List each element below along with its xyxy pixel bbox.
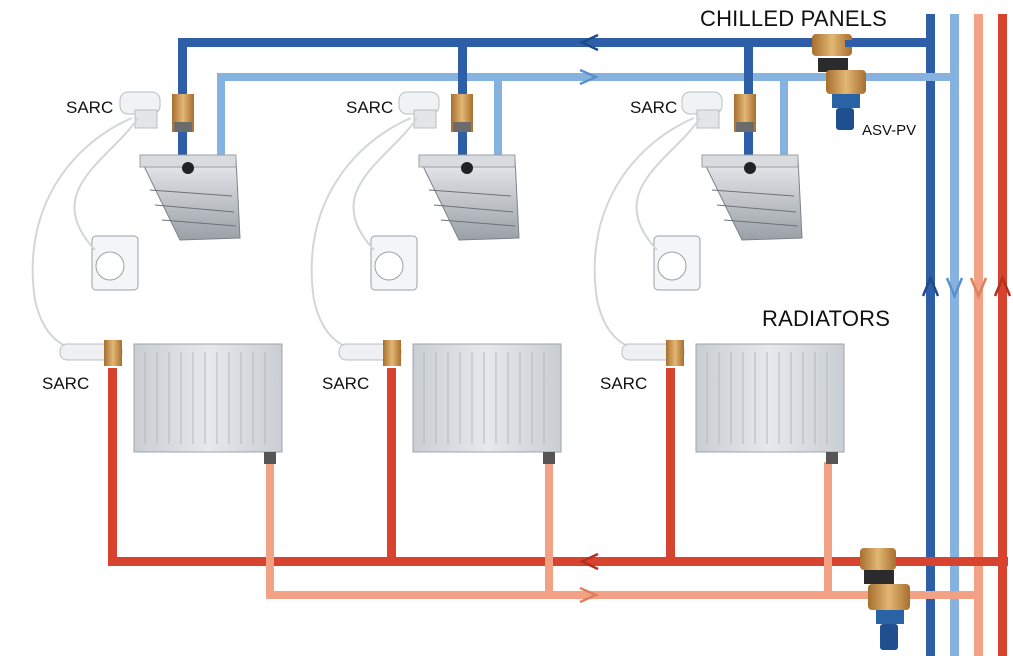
chilled-panel [139, 154, 241, 241]
thermostat [91, 235, 139, 291]
sensor-wire [352, 117, 418, 251]
risers [921, 14, 1012, 656]
riser-heating-supply [998, 14, 1007, 656]
sarc-actuator-panel [398, 91, 473, 132]
radiator [133, 343, 283, 464]
chilled-panel [418, 154, 520, 241]
sensor-wire [73, 117, 139, 251]
arrow-down-icon [969, 277, 988, 300]
radiator [695, 343, 845, 464]
chilled-panel [701, 154, 803, 241]
arrow-left-icon [579, 552, 599, 571]
arrow-up-icon [993, 274, 1012, 297]
sarc-label: SARC [42, 374, 90, 393]
sarc-actuator-radiator [621, 340, 685, 366]
sarc-label: SARC [630, 98, 678, 117]
asv-pv-valve-chilled [812, 34, 925, 130]
arrow-down-icon [945, 277, 964, 300]
arrow-up-icon [921, 274, 940, 297]
arrow-right-icon [579, 68, 600, 86]
thermostat [653, 235, 701, 291]
heating-pipes [108, 368, 1008, 604]
thermostat [370, 235, 418, 291]
unit-3 [593, 91, 845, 464]
arrow-right-icon [579, 586, 600, 604]
asv-pv-valve-heating [860, 548, 910, 650]
sarc-label: SARC [66, 98, 114, 117]
radiators-heading: RADIATORS [762, 306, 891, 331]
arrow-left-icon [579, 33, 599, 52]
riser-chilled-supply [926, 14, 935, 656]
radiator [412, 343, 562, 464]
sarc-actuator-radiator [59, 340, 123, 366]
unit-1 [31, 91, 283, 464]
chilled-panels-heading: CHILLED PANELS [700, 6, 888, 31]
riser-heating-return [974, 14, 983, 656]
sarc-actuator-panel [119, 91, 194, 132]
sarc-actuator-radiator [338, 340, 402, 366]
sensor-wire [635, 117, 701, 251]
asv-pv-label: ASV-PV [862, 122, 917, 139]
sarc-label: SARC [600, 374, 648, 393]
unit-2 [310, 91, 562, 464]
sarc-label: SARC [322, 374, 370, 393]
sarc-actuator-panel [681, 91, 756, 132]
sarc-label: SARC [346, 98, 394, 117]
riser-chilled-return [950, 14, 959, 656]
